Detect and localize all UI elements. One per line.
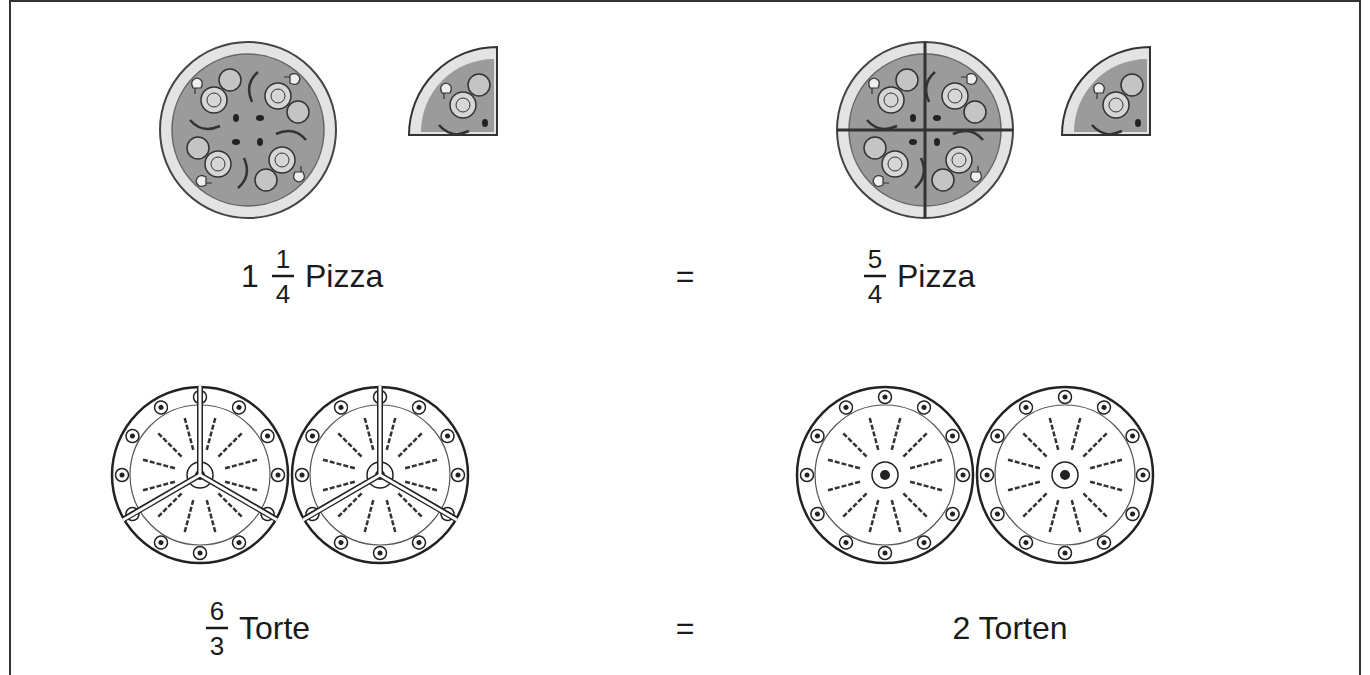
pizza-cut (837, 42, 1013, 218)
equals-sign: = (676, 612, 695, 644)
frame (10, 1, 1360, 675)
pizza-slice (409, 47, 497, 135)
equals-sign: = (676, 260, 695, 292)
pizza-slice (1062, 47, 1150, 135)
quantity-label: 2 Torten (952, 612, 1067, 644)
cake-whole (797, 387, 1153, 563)
numerator: 5 (868, 246, 882, 272)
whole-number: 1 (241, 260, 259, 292)
numerator: 1 (276, 246, 290, 272)
denominator: 4 (276, 281, 290, 307)
unit-label: Pizza (897, 260, 975, 292)
pizza-whole (160, 42, 336, 218)
cake-cut (112, 386, 468, 563)
fraction-bar (206, 276, 886, 628)
unit-label: Pizza (305, 260, 383, 292)
denominator: 3 (210, 633, 224, 659)
numerator: 6 (210, 598, 224, 624)
unit-label: Torte (239, 612, 310, 644)
denominator: 4 (868, 281, 882, 307)
